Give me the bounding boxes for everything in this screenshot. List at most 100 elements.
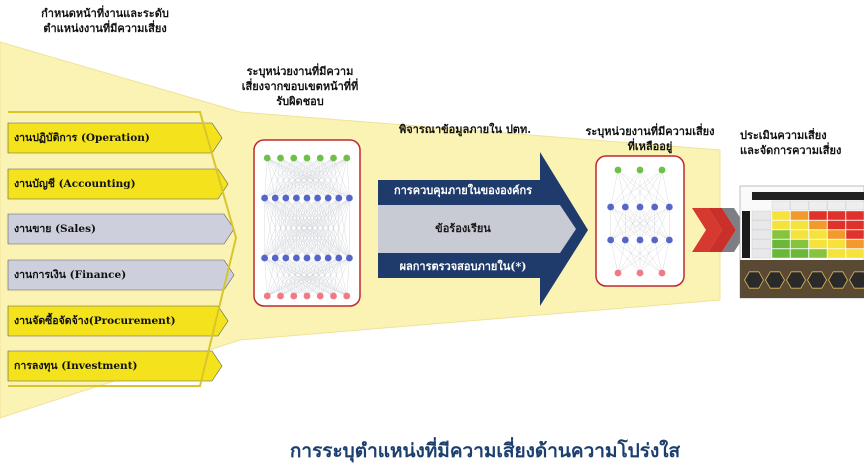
department-shapes xyxy=(7,111,238,387)
top-left-label: กำหนดหน้าที่งานและระดับ ตำแหน่งงานที่มีค… xyxy=(41,7,169,35)
network-node xyxy=(314,194,321,202)
network-edge xyxy=(617,239,626,274)
network-edge xyxy=(610,169,641,208)
network-edge xyxy=(617,239,670,274)
network-edge xyxy=(328,157,347,199)
matrix-cell xyxy=(827,248,846,259)
matrix-cell xyxy=(771,239,791,249)
network-node xyxy=(293,194,300,202)
network-edge xyxy=(661,169,670,208)
network-node xyxy=(330,154,337,162)
network-edge xyxy=(264,157,334,199)
matrix-cell xyxy=(771,229,791,240)
network-node xyxy=(636,269,644,277)
network-edge xyxy=(306,157,347,199)
network-edge xyxy=(264,157,268,199)
network-edge xyxy=(275,157,308,199)
matrix-cell xyxy=(790,248,809,259)
network-node xyxy=(343,292,351,300)
network-edge xyxy=(275,157,321,199)
network-node xyxy=(607,236,615,244)
matrix-col-label-cell xyxy=(790,200,809,211)
network-node xyxy=(614,166,622,174)
network-edge xyxy=(275,257,294,297)
hexagon xyxy=(786,271,806,289)
network-node xyxy=(316,154,324,162)
network-2 xyxy=(607,166,673,277)
network-node xyxy=(346,254,353,262)
network-node xyxy=(636,166,644,174)
matrix-cell xyxy=(771,210,791,221)
matrix-cell xyxy=(808,239,828,249)
matrix-col-label-cell xyxy=(808,200,828,211)
chevron-red-1 xyxy=(692,208,722,252)
network-edge xyxy=(264,157,321,199)
network-node xyxy=(346,194,353,202)
network-edge xyxy=(320,157,339,199)
matrix-cell xyxy=(827,239,846,249)
network-edge xyxy=(610,239,641,274)
hexagon xyxy=(765,271,785,289)
network-node xyxy=(290,292,298,300)
network-edge xyxy=(306,257,339,297)
network-edge xyxy=(639,169,663,208)
network-node xyxy=(314,254,321,262)
network-edge xyxy=(306,157,334,199)
network-node xyxy=(277,154,284,162)
network-edge xyxy=(285,197,350,259)
matrix-row-label-cell xyxy=(751,248,772,259)
step2-label: พิจารณาข้อมูลภายใน ปตท. xyxy=(398,123,532,136)
network-edge xyxy=(285,257,294,297)
network-edge xyxy=(610,169,619,208)
network-edge xyxy=(338,157,347,199)
network-edge xyxy=(296,257,308,297)
network-edge xyxy=(346,157,350,199)
network-edge xyxy=(320,157,329,199)
matrix-row-label-cell xyxy=(751,210,772,221)
network-edge xyxy=(296,157,347,199)
network-edge xyxy=(328,157,334,199)
matrix-row-label-cell xyxy=(751,220,772,230)
network-edge xyxy=(280,257,350,297)
network-edge xyxy=(654,239,663,274)
network-edge xyxy=(296,157,334,199)
network-node xyxy=(651,236,659,244)
network-edge xyxy=(338,197,350,259)
network-node xyxy=(263,292,271,300)
network-edge xyxy=(264,257,268,297)
network-edge xyxy=(306,157,321,199)
dept-sales: งานขาย (Sales) xyxy=(14,223,96,235)
network-edge xyxy=(610,239,619,274)
network-edge xyxy=(264,157,281,199)
network-node xyxy=(303,154,311,162)
network-edge xyxy=(285,157,347,199)
network-edge xyxy=(306,157,350,199)
network-node xyxy=(335,194,343,202)
network-edge xyxy=(306,157,329,199)
risk-matrix-image xyxy=(739,185,864,299)
network-edge xyxy=(296,157,308,199)
network-node xyxy=(665,236,673,244)
network-edge xyxy=(264,197,318,259)
network-edge xyxy=(317,157,347,199)
network-edge xyxy=(264,197,329,259)
matrix-cell xyxy=(808,210,828,221)
network-node xyxy=(261,194,268,202)
network-node xyxy=(614,269,622,277)
network-edge xyxy=(306,197,350,259)
network-edge xyxy=(264,197,276,259)
network-edge xyxy=(280,257,318,297)
network-edge xyxy=(639,169,670,208)
network-edge xyxy=(267,257,329,297)
network-edge xyxy=(625,206,670,241)
network-node xyxy=(343,154,351,162)
dept-investment: การลงทุน (Investment) xyxy=(14,360,138,372)
dept-finance: งานการเงิน (Finance) xyxy=(14,269,127,281)
step1-label: ระบุหน่วยงานที่มีความ เสี่ยงจากขอบเขตหน้… xyxy=(241,65,359,108)
network-edge xyxy=(306,157,339,199)
matrix-cell xyxy=(808,229,828,240)
network-edge xyxy=(654,206,670,241)
network-edge xyxy=(639,239,655,274)
matrix-cell xyxy=(845,229,864,240)
network-edge xyxy=(610,206,670,241)
